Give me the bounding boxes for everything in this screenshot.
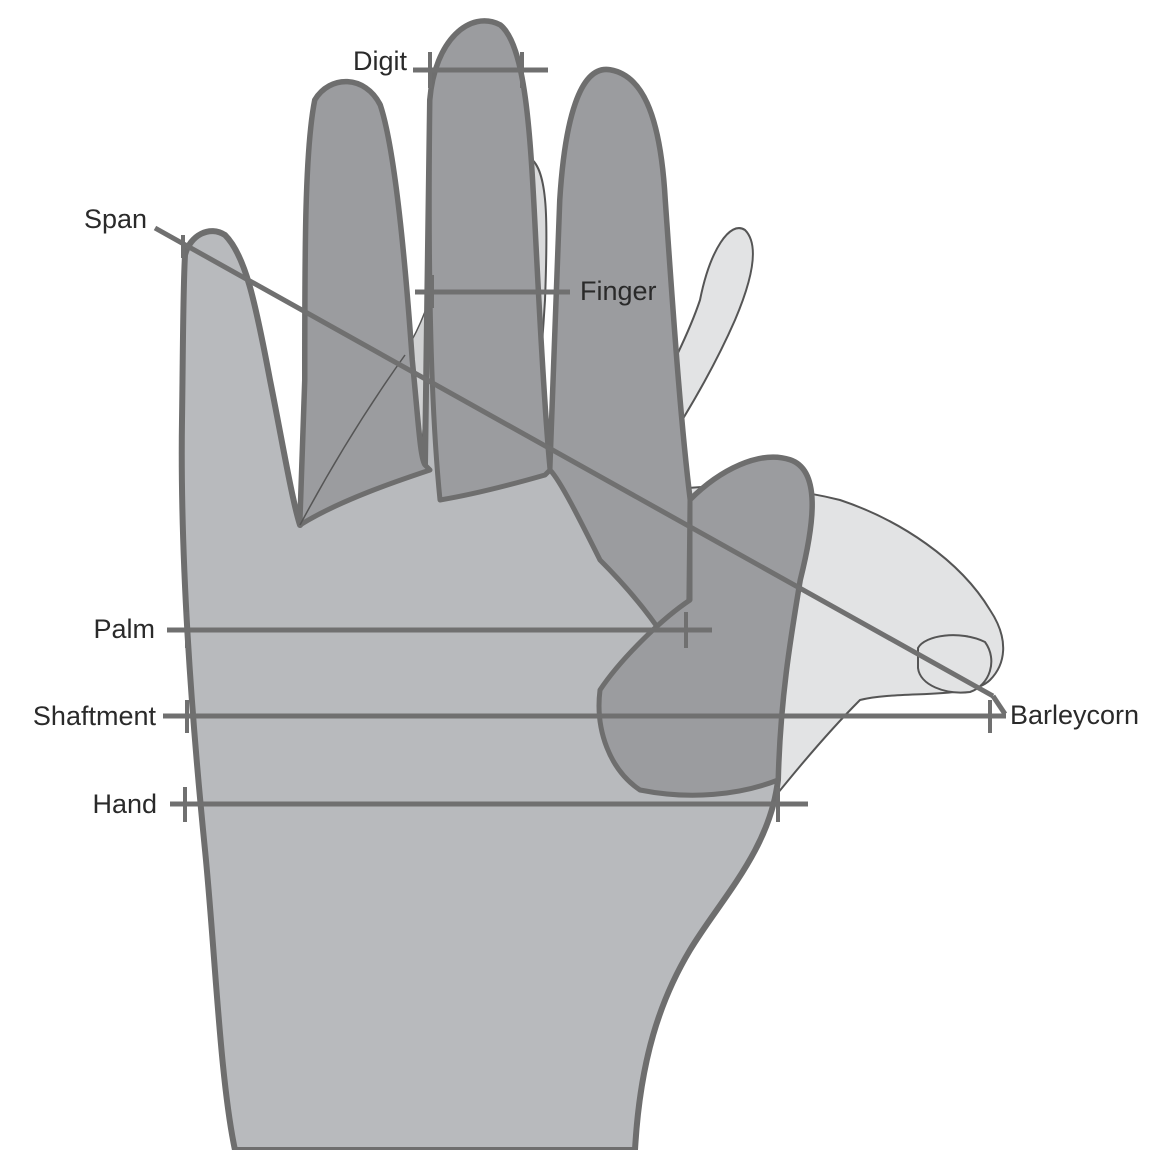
ghost-fingertip-circle <box>918 635 991 692</box>
finger-middle-dark <box>429 21 550 500</box>
label-barleycorn: Barleycorn <box>1010 700 1139 730</box>
barleycorn-line <box>993 696 1005 714</box>
label-hand: Hand <box>92 789 157 819</box>
label-finger: Finger <box>580 276 657 306</box>
label-span: Span <box>84 204 147 234</box>
label-palm: Palm <box>93 614 155 644</box>
label-shaftment: Shaftment <box>33 701 157 731</box>
label-digit: Digit <box>353 46 408 76</box>
